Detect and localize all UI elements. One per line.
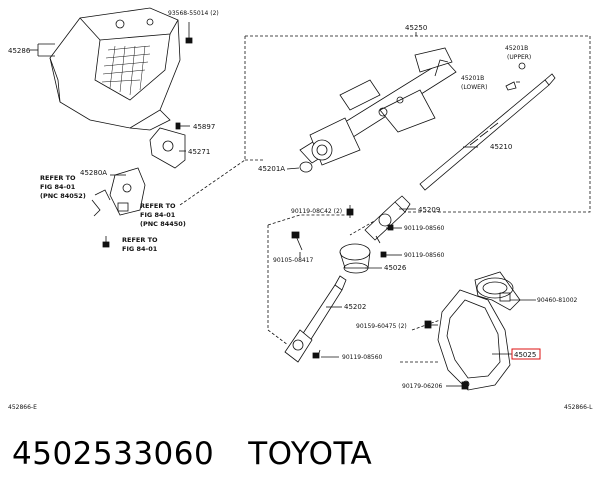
column-assembly-drawing [299,47,457,166]
label-45201b-lower: 45201B [461,75,484,82]
refer-note-1-line-2: FIG 84-01 [40,183,76,191]
label-90159-60475: 90159-60475 (2) [356,323,407,330]
refer-note-1-line-1: REFER TO [40,174,76,182]
refer-note-2-line-3: (PNC 84450) [140,220,186,228]
highlight-box [511,348,541,360]
intermediate-shaft-drawing [284,275,347,363]
label-90119-08560-b: 90119-08560 [404,252,445,259]
label-90105-08417: 90105-08417 [273,257,314,264]
label-90119-08c42: 90119-08C42 (2) [291,208,342,215]
label-45209: 45209 [418,206,440,214]
boot-drawing [339,243,371,274]
switch-bracket-drawing [91,167,146,217]
main-shaft-drawing [419,73,556,191]
brand-name: TOYOTA [248,436,373,472]
refer-note-3-line-1: REFER TO [122,236,158,244]
screw-drawing [185,22,193,44]
refer-note-2-line-2: FIG 84-01 [140,211,176,219]
label-45271: 45271 [188,148,210,156]
label-45897: 45897 [193,123,215,131]
label-90119-08560-c: 90119-08560 [342,354,383,361]
bracket-drawing [149,127,186,169]
label-45202: 45202 [344,303,366,311]
label-lower: (LOWER) [461,84,487,91]
label-45201a: 45201A [258,165,285,173]
label-45286: 45286 [8,47,31,55]
diagram-code-right: 452866-L [564,404,593,411]
refer-note-3-line-2: FIG 84-01 [122,245,158,253]
column-cover-drawing [49,7,181,131]
hole-cover-drawing [437,271,521,391]
label-90460-81002: 90460-81002 [537,297,578,304]
label-45201b-upper: 45201B [505,45,528,52]
universal-joint-drawing [364,195,411,241]
refer-note-2-line-1: REFER TO [140,202,176,210]
diagram-code-left: 452866-E [8,404,37,411]
label-45280a: 45280A [80,169,107,177]
label-90179-06206: 90179-06206 [402,383,443,390]
label-90119-08560-a: 90119-08560 [404,225,445,232]
label-45026: 45026 [384,264,407,272]
label-45025: 45025 [514,351,536,359]
part-number: 4502533060 [12,436,215,472]
label-upper: (UPPER) [507,54,531,61]
label-45210: 45210 [490,143,512,151]
refer-note-1-line-3: (PNC 84052) [40,192,86,200]
label-93568: 93568-55014 (2) [168,10,219,17]
caption: 4502533060 TOYOTA [12,436,592,476]
steering-column-parts-diagram: 45286 93568-55014 (2) 45250 45201B (UPPE… [8,7,593,411]
label-45250: 45250 [405,24,427,32]
